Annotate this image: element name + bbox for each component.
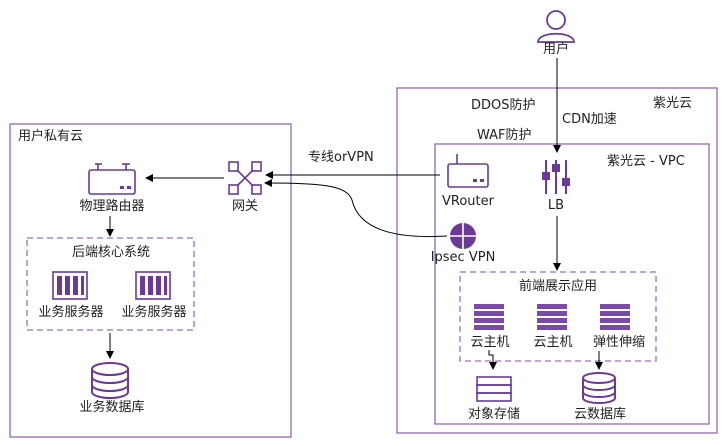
business-database-icon xyxy=(91,362,129,399)
frontend-app-box xyxy=(459,271,657,362)
gateway-label: 网关 xyxy=(231,199,259,214)
user-label: 用户 xyxy=(542,42,570,57)
object-storage-icon xyxy=(476,376,512,402)
vrouter-icon xyxy=(447,154,489,188)
object-storage-label: 对象存储 xyxy=(467,407,521,422)
vrouter-label: VRouter xyxy=(442,194,494,209)
private-cloud-box xyxy=(9,123,292,438)
vpc-box xyxy=(434,143,710,425)
ddos-label: DDOS防护 xyxy=(471,98,536,113)
physical-router-label: 物理路由器 xyxy=(79,199,145,214)
private-cloud-title: 用户私有云 xyxy=(18,129,84,144)
cloud-host-label-1: 云主机 xyxy=(470,335,510,350)
cdn-label: CDN加速 xyxy=(562,112,617,127)
load-balancer-icon xyxy=(542,160,570,194)
gateway-icon xyxy=(228,161,262,195)
cloud-host-label-2: 云主机 xyxy=(533,335,573,350)
public-cloud-title: 紫光云 xyxy=(653,96,693,111)
autoscale-icon xyxy=(600,304,630,330)
vpc-title: 紫光云 - VPC xyxy=(607,154,685,169)
cloud-host-icon-1 xyxy=(474,304,504,330)
cloud-db-label: 云数据库 xyxy=(573,407,627,422)
business-server-icon-1 xyxy=(52,271,88,300)
vpn-to-gateway-arrow xyxy=(264,179,448,238)
business-db-label: 业务数据库 xyxy=(79,400,145,415)
business-server-label-1: 业务服务器 xyxy=(38,305,104,320)
host-to-storage-arrow xyxy=(488,350,497,370)
user-icon xyxy=(537,10,575,43)
backend-system-title: 后端核心系统 xyxy=(71,245,151,260)
waf-label: WAF防护 xyxy=(477,128,532,143)
autoscale-label: 弹性伸缩 xyxy=(592,335,646,350)
business-server-label-2: 业务服务器 xyxy=(121,305,187,320)
ipsec-vpn-label: Ipsec VPN xyxy=(430,250,496,265)
business-server-icon-2 xyxy=(135,271,171,300)
connectors xyxy=(106,58,603,370)
backend-system-box xyxy=(26,237,195,331)
lb-label: LB xyxy=(547,198,565,213)
cloud-host-icon-2 xyxy=(537,304,567,330)
dedicated-line-label: 专线orVPN xyxy=(308,150,374,165)
physical-router-icon xyxy=(88,163,136,195)
ipsec-vpn-icon xyxy=(450,223,476,249)
cloud-database-icon xyxy=(582,372,616,404)
frontend-app-title: 前端展示应用 xyxy=(518,279,598,294)
